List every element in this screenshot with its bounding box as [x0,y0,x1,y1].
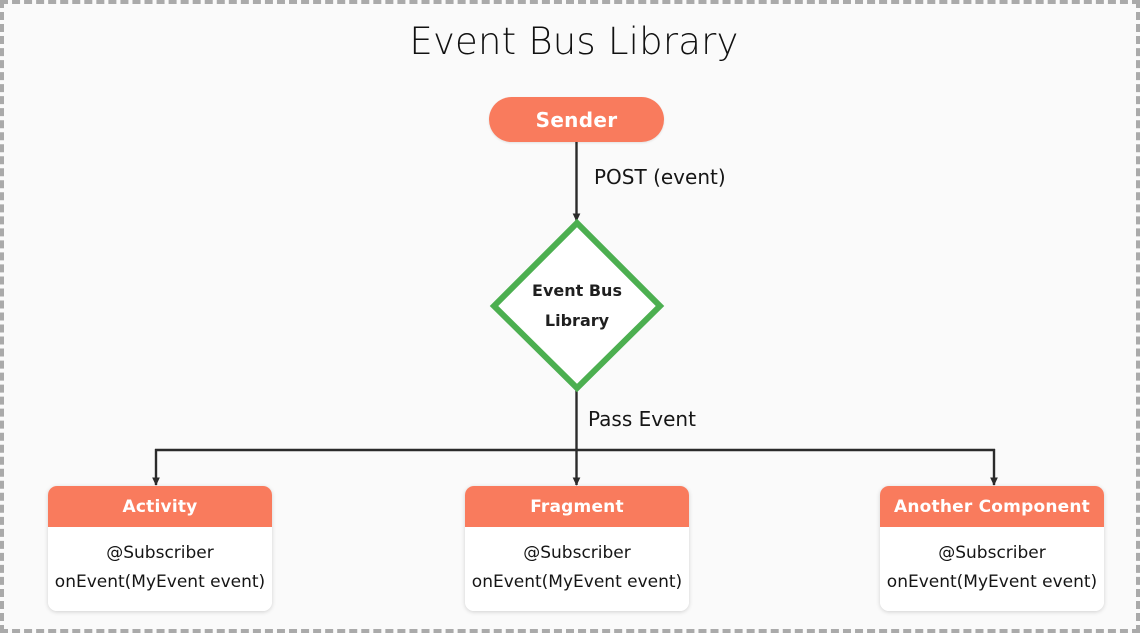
subscriber-method: onEvent(MyEvent event) [471,572,683,592]
subscriber-card-title: Fragment [465,486,689,527]
event-bus-label-line2: Library [544,310,610,330]
subscriber-method: onEvent(MyEvent event) [886,572,1098,592]
subscriber-method: onEvent(MyEvent event) [54,572,266,592]
subscriber-card-body: @Subscriber onEvent(MyEvent event) [48,527,272,611]
sender-node[interactable]: Sender [489,97,664,142]
subscriber-card-title: Another Component [880,486,1104,527]
subscriber-card-fragment[interactable]: Fragment @Subscriber onEvent(MyEvent eve… [465,486,689,611]
page-title: Event Bus Library [409,20,739,63]
subscriber-annotation: @Subscriber [938,543,1046,563]
sender-label: Sender [535,107,618,132]
subscriber-annotation: @Subscriber [106,543,214,563]
edge-label-post-event: POST (event) [594,165,726,189]
subscriber-card-body: @Subscriber onEvent(MyEvent event) [465,527,689,611]
event-bus-label: Event Bus Library [492,222,662,389]
subscriber-annotation: @Subscriber [523,543,631,563]
subscriber-card-another-component[interactable]: Another Component @Subscriber onEvent(My… [880,486,1104,611]
subscriber-card-title: Activity [48,486,272,527]
edge-label-pass-event: Pass Event [588,407,696,431]
subscriber-card-activity[interactable]: Activity @Subscriber onEvent(MyEvent eve… [48,486,272,611]
subscriber-card-body: @Subscriber onEvent(MyEvent event) [880,527,1104,611]
event-bus-node[interactable]: Event Bus Library [492,222,662,389]
event-bus-label-line1: Event Bus [532,280,622,300]
